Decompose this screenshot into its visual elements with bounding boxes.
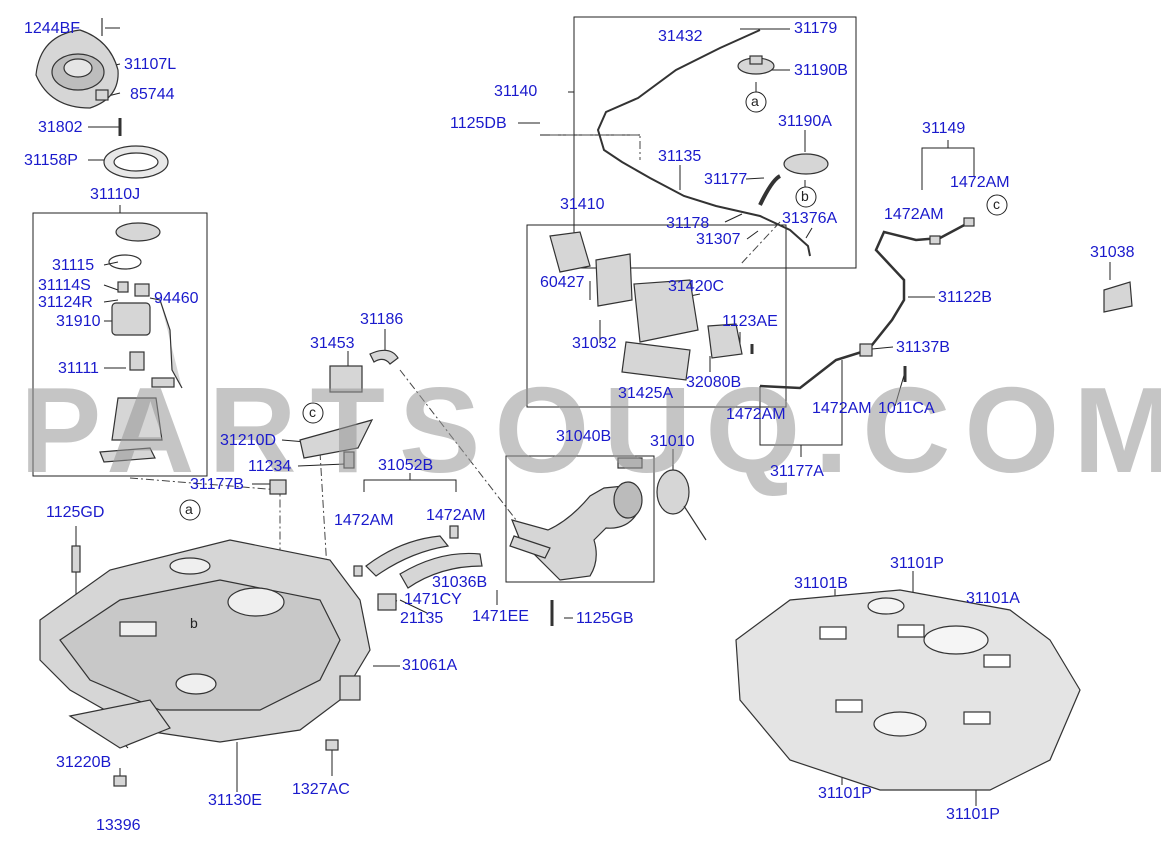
- filler-neck-part: [509, 457, 643, 626]
- label-31910[interactable]: 31910: [56, 313, 101, 330]
- label-31010[interactable]: 31010: [650, 433, 695, 450]
- label-31137B[interactable]: 31137B: [896, 339, 950, 356]
- label-31140[interactable]: 31140: [494, 83, 538, 100]
- label-31124R[interactable]: 31124R: [38, 294, 93, 311]
- filler-neck-group-box: [505, 455, 655, 583]
- label-31432[interactable]: 31432: [658, 28, 703, 45]
- label-31040B[interactable]: 31040B: [556, 428, 612, 445]
- label-1472AM-mid[interactable]: 1472AM: [426, 507, 486, 524]
- gasket-ring-part: [103, 118, 169, 179]
- callout-a-fuel-tank: [179, 499, 201, 521]
- label-31110J[interactable]: 31110J: [90, 186, 141, 203]
- callout-b-letter: b: [190, 615, 198, 631]
- callout-b-letter-vent: b: [801, 188, 809, 204]
- label-1472AM-left[interactable]: 1472AM: [334, 512, 394, 529]
- label-31101P-top[interactable]: 31101P: [890, 555, 944, 572]
- fuel-pump-module-part: [99, 222, 183, 463]
- label-21135[interactable]: 21135: [400, 610, 444, 627]
- label-60427[interactable]: 60427: [540, 274, 585, 291]
- label-31036B[interactable]: 31036B: [432, 574, 488, 591]
- label-1125GD[interactable]: 1125GD: [46, 504, 105, 521]
- pump-cover-part: [35, 18, 119, 109]
- label-31420C[interactable]: 31420C: [668, 278, 725, 295]
- label-31410[interactable]: 31410: [560, 196, 605, 213]
- label-31178[interactable]: 31178: [666, 215, 710, 232]
- label-1125GB[interactable]: 1125GB: [576, 610, 634, 627]
- label-31453[interactable]: 31453: [310, 335, 355, 352]
- label-85744[interactable]: 85744: [130, 86, 175, 103]
- label-31802[interactable]: 31802: [38, 119, 83, 136]
- label-31186[interactable]: 31186: [360, 311, 404, 328]
- fuel-cap-part: [656, 469, 707, 541]
- label-1471CY[interactable]: 1471CY: [404, 591, 462, 608]
- label-31149[interactable]: 31149: [922, 120, 966, 137]
- label-31190A[interactable]: 31190A: [778, 113, 832, 130]
- vapor-hose-part: [759, 220, 971, 390]
- label-31158P[interactable]: 31158P: [24, 152, 78, 169]
- label-1244BF[interactable]: 1244BF: [24, 20, 81, 37]
- callout-c-filler: [302, 402, 324, 424]
- label-31107L[interactable]: 31107L: [124, 56, 177, 73]
- pad-part: [1103, 281, 1133, 313]
- label-11234[interactable]: 11234: [248, 458, 292, 475]
- label-31135[interactable]: 31135: [658, 148, 702, 165]
- label-31115[interactable]: 31115: [52, 257, 95, 274]
- breather-hose-part: [369, 349, 399, 365]
- label-31122B[interactable]: 31122B: [938, 289, 992, 306]
- label-31210D[interactable]: 31210D: [220, 432, 277, 449]
- watermark: PARTSOUQ.COM: [20, 362, 1161, 498]
- label-31425A[interactable]: 31425A: [618, 385, 674, 402]
- vent-line-part: [596, 29, 811, 257]
- fuel-tank-left: [39, 539, 371, 787]
- label-31177B[interactable]: 31177B: [190, 476, 244, 493]
- callout-c-letter-hose: c: [993, 196, 1000, 212]
- canister-group-box: [526, 224, 787, 408]
- callout-c-hose: [986, 194, 1008, 216]
- label-1471EE[interactable]: 1471EE: [472, 608, 529, 625]
- label-31307[interactable]: 31307: [696, 231, 741, 248]
- label-1123AE[interactable]: 1123AE: [722, 313, 778, 330]
- label-31101B[interactable]: 31101B: [794, 575, 848, 592]
- label-31376A[interactable]: 31376A: [782, 210, 838, 227]
- canister-bracket-part: [269, 365, 374, 495]
- label-31220B[interactable]: 31220B: [56, 754, 112, 771]
- label-1011CA[interactable]: 1011CA: [878, 400, 935, 417]
- callout-a-letter: a: [185, 501, 193, 517]
- label-31177[interactable]: 31177: [704, 171, 748, 188]
- label-31038[interactable]: 31038: [1090, 244, 1135, 261]
- label-32080B[interactable]: 32080B: [686, 374, 742, 391]
- callout-c-letter: c: [309, 404, 316, 420]
- label-1125DB[interactable]: 1125DB: [450, 115, 507, 132]
- fuel-tank-right: [735, 589, 1081, 791]
- label-1472AM-line[interactable]: 1472AM: [812, 400, 872, 417]
- vent-valve-part: [737, 55, 829, 206]
- canister-part: [549, 231, 754, 381]
- label-94460[interactable]: 94460: [154, 290, 199, 307]
- label-13396[interactable]: 13396: [96, 817, 141, 834]
- callout-b-vent: [795, 186, 817, 208]
- label-31114S[interactable]: 31114S: [38, 277, 91, 294]
- label-31101A[interactable]: 31101A: [966, 590, 1020, 607]
- label-31052B[interactable]: 31052B: [378, 457, 434, 474]
- label-31190B[interactable]: 31190B: [794, 62, 848, 79]
- label-1472AM-right-top[interactable]: 1472AM: [950, 174, 1010, 191]
- label-1327AC[interactable]: 1327AC: [292, 781, 350, 798]
- label-31101P-bottom-left[interactable]: 31101P: [818, 785, 872, 802]
- label-31177A[interactable]: 31177A: [770, 463, 824, 480]
- label-31032[interactable]: 31032: [572, 335, 617, 352]
- label-1472AM-right-mid[interactable]: 1472AM: [884, 206, 944, 223]
- fuel-hoses-part: [353, 525, 483, 611]
- label-31130E[interactable]: 31130E: [208, 792, 262, 809]
- label-31111[interactable]: 31111: [58, 360, 99, 377]
- callout-a-vent: [745, 91, 767, 113]
- vent-hose-group-box: [573, 16, 857, 269]
- label-31101P-bottom-right[interactable]: 31101P: [946, 806, 1000, 823]
- label-31061A[interactable]: 31061A: [402, 657, 458, 674]
- callout-a-letter-vent: a: [751, 93, 759, 109]
- label-31179[interactable]: 31179: [794, 20, 838, 37]
- label-1472AM-canister[interactable]: 1472AM: [726, 406, 786, 423]
